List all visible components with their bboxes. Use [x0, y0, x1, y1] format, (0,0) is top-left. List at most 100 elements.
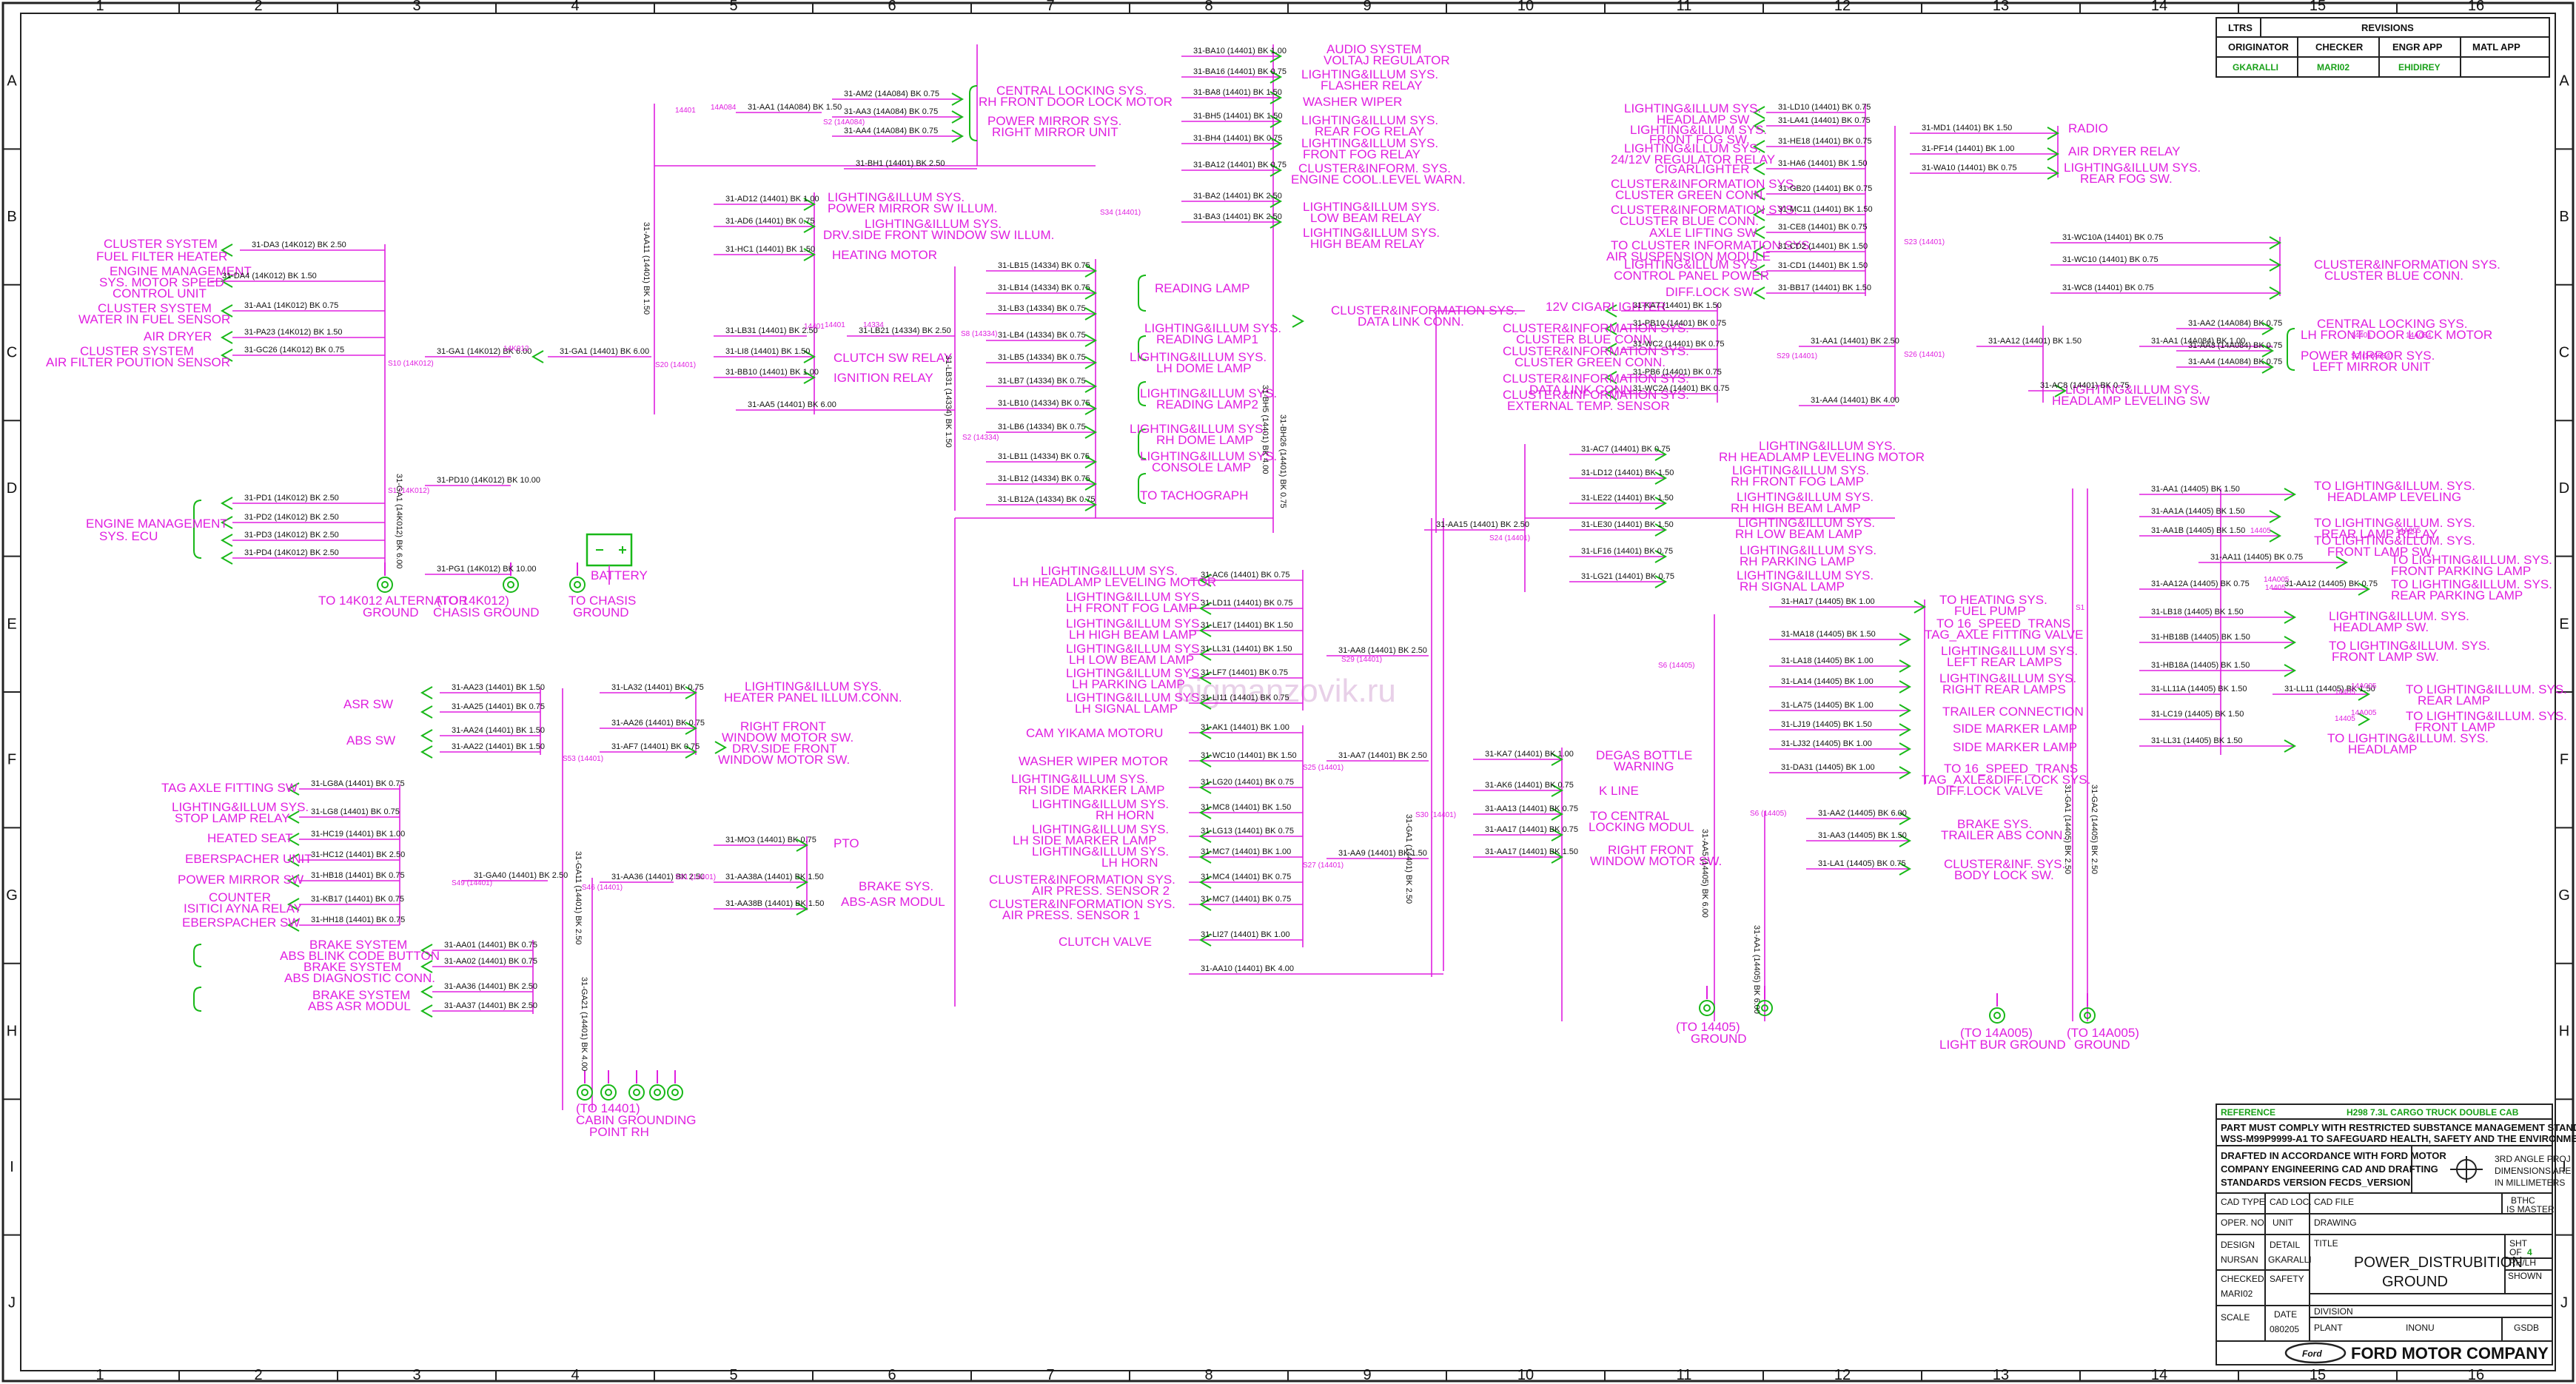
grid-col-label: 1: [95, 0, 104, 14]
grid-col-label: 7: [1046, 0, 1054, 14]
component-label: LIGHTING&ILLUM SYS.: [1303, 226, 1440, 240]
connector-arrow: [1752, 208, 1765, 221]
wire-designation: 31-LL31 (14401) BK 1.50: [1201, 645, 1292, 654]
component-label: (TO 14K012): [437, 594, 509, 608]
wire-designation: 31-AA13 (14401) BK 0.75: [1485, 804, 1578, 813]
component-label: BATTERY: [591, 568, 648, 582]
wire-designation: 31-BA2 (14401) BK 2.50: [1193, 192, 1282, 201]
wire-designation: 31-AA22 (14401) BK 1.50: [452, 742, 545, 751]
wire-designation: 31-AA1B (14405) BK 1.50: [2151, 526, 2245, 535]
wire-designation: 31-AD6 (14401) BK 0.75: [725, 217, 814, 226]
wire-designation: 31-GA1 (14401) BK 6.00: [560, 347, 649, 356]
wire-designation: 31-LB3 (14334) BK 0.75: [998, 304, 1086, 313]
splice-label: S23 (14401): [1904, 238, 1945, 246]
connector-arrow: [2047, 167, 2060, 180]
wire-designation: 31-LI8 (14401) BK 1.50: [725, 347, 810, 356]
component-label: K LINE: [1599, 784, 1639, 798]
component-label: BRAKE SYSTEM: [303, 960, 401, 974]
grid-row-label: C: [7, 345, 17, 361]
connector-arrow: [2047, 127, 2060, 140]
svg-text:PART MUST COMPLY WITH RESTRICT: PART MUST COMPLY WITH RESTRICTED SUBSTAN…: [2221, 1122, 2576, 1133]
component-label: HEADLAMP LEVELING SW: [2052, 394, 2210, 408]
wire-designation: 31-LA14 (14405) BK 1.00: [1781, 677, 1874, 686]
connector-arrow: [1654, 497, 1668, 510]
splice-label: S29 (14401): [1777, 352, 1817, 360]
wire-designation: 31-LB7 (14334) BK 0.75: [998, 377, 1086, 386]
component-label: CAM YIKAMA MOTORU: [1026, 726, 1163, 740]
connector-bracket: [1138, 381, 1147, 406]
grid-col-label: 9: [1363, 1367, 1371, 1383]
connector-arrow: [286, 874, 300, 887]
connector-arrow: [1551, 850, 1564, 864]
wire-designation: 31-LB5 (14334) BK 0.75: [998, 353, 1086, 362]
wire-designation: 31-LI11 (14401) BK 0.75: [1201, 693, 1289, 702]
component-label: TO CHASIS: [568, 594, 636, 608]
grid-reference-marks: [3, 3, 2573, 1381]
component-label: LIGHTING&ILLUM SYS.: [1630, 123, 1767, 137]
component-label: ABS DIAGNOSTIC CONN.: [284, 971, 435, 985]
connector-arrow: [420, 745, 433, 759]
wire-designation: 31-PD2 (14K012) BK 2.50: [244, 513, 339, 522]
component-label: RH FRONT FOG LAMP: [1731, 474, 1864, 488]
wire-designation: 31-GA1 (14401) BK 2.50: [1404, 814, 1413, 904]
ground-symbol-inner: [1703, 1004, 1711, 1012]
wire-designation: 31-AA2 (14405) BK 6.00: [1818, 809, 1907, 818]
component-label: LIGHTING&ILLUM SYS.: [1738, 516, 1875, 530]
connector-arrow: [1198, 876, 1212, 889]
grid-col-label: 4: [571, 0, 579, 14]
component-label: TO CENTRAL: [1590, 809, 1669, 823]
splice-label: 14401: [825, 321, 845, 329]
wire-designation: 31-AA12 (14405) BK 0.75: [2284, 580, 2378, 588]
connector-arrow: [803, 350, 816, 363]
grid-row-label: F: [2560, 752, 2569, 768]
component-label: STOP LAMP RELAY: [175, 811, 290, 825]
wire-designation: 31-AA4 (14401) BK 4.00: [1811, 396, 1899, 405]
connector-arrow: [420, 1004, 433, 1018]
splice-label: 14401: [675, 107, 696, 115]
connector-arrow: [803, 248, 816, 261]
splice-label: 14405: [2335, 715, 2355, 723]
component-label: POWER MIRROR SW ILLUM.: [828, 201, 998, 215]
component-label: ABS ASR MODUL: [308, 999, 411, 1013]
component-label: FRONT PARKING LAMP: [2391, 564, 2531, 578]
component-label: LH FRONT FOG LAMP: [1066, 601, 1197, 615]
connector-arrow: [286, 853, 300, 867]
wire-designation: 31-AA5 (14405) BK 6.00: [1700, 829, 1709, 918]
grid-col-label: 14: [2151, 0, 2167, 14]
component-label: CLUSTER&INF. SYS.: [1944, 857, 2065, 871]
component-label: DRV.SIDE FRONT WINDOW SW ILLUM.: [823, 228, 1054, 242]
grid-col-label: 15: [2310, 1367, 2326, 1383]
component-label: RH LOW BEAM LAMP: [1735, 527, 1862, 541]
connector-arrow: [803, 371, 816, 384]
component-label: LH HIGH BEAM LAMP: [1069, 628, 1197, 642]
component-label: CLUSTER&INFORMATION SYS.: [989, 897, 1175, 911]
wire-designation: 31-LB31 (14401) BK 2.50: [725, 326, 818, 335]
svg-text:CHECKED: CHECKED: [2221, 1274, 2264, 1284]
wire-designation: 31-LG21 (14401) BK 0.75: [1581, 572, 1674, 581]
component-label: LIGHTING&ILLUM SYS.: [1144, 321, 1281, 335]
wire-designation: 31-AK1 (14401) BK 1.00: [1201, 723, 1289, 732]
wire-designation: 31-GA1 (14405) BK 2.50: [2063, 785, 2072, 874]
wire-designation: 31-KB17 (14401) BK 0.75: [311, 895, 404, 904]
grid-reference-labels: 1122334455667788991010111112121313141415…: [6, 0, 2570, 1383]
component-label: LIGHTING&ILLUM SYS.: [1140, 386, 1277, 400]
component-label: LH HEADLAMP LEVELING MOTOR: [1013, 575, 1216, 589]
wire-designation: 31-PD4 (14K012) BK 2.50: [244, 548, 339, 557]
connector-arrow: [1084, 356, 1098, 369]
component-label: ABS-ASR MODUL: [841, 895, 945, 909]
component-label: CLUTCH SW RELAY: [833, 351, 952, 365]
component-label: LIGHTING&ILLUM SYS.: [1066, 642, 1203, 656]
connector-arrow: [1084, 264, 1098, 278]
component-label: TO HEATING SYS.: [1939, 593, 2047, 607]
component-label: AIR DRYER RELAY: [2068, 144, 2180, 158]
component-label: CLUSTER&INFORMATION SYS.: [1503, 321, 1689, 335]
component-label: LH HORN: [1101, 856, 1158, 870]
component-label: ENGINE COOL.LEVEL WARN.: [1291, 172, 1466, 187]
wire-designation: 31-AA3 (14405) BK 1.50: [1818, 831, 1907, 840]
splice-label: S27 (14401): [1303, 861, 1344, 870]
connector-arrow: [803, 198, 816, 211]
component-label: CONTROL PANEL POWER: [1614, 269, 1769, 283]
wire-designation: 31-MC4 (14401) BK 0.75: [1201, 873, 1291, 881]
component-label: HIGH BEAM RELAY: [1310, 237, 1425, 251]
wire-designation: 31-AA15 (14401) BK 2.50: [1436, 520, 1529, 529]
